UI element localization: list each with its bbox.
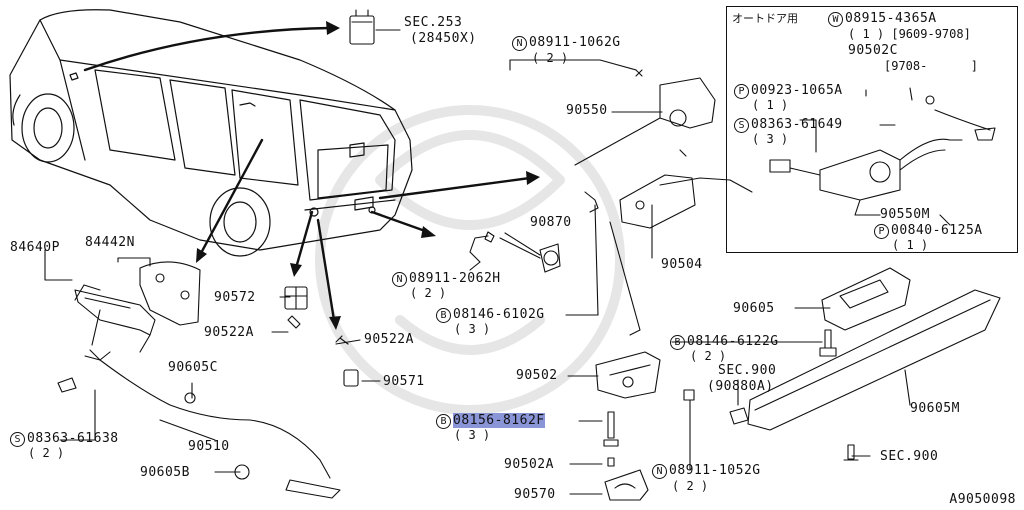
watermark	[315, 105, 625, 415]
part-number: 08911-2062H	[409, 271, 501, 286]
b-marker: B	[436, 414, 451, 429]
s-marker: S	[10, 432, 25, 447]
label-90571: 90571	[383, 374, 425, 389]
label-sec900-a-sub: (90880A)	[707, 379, 774, 394]
label-90504: 90504	[661, 257, 703, 272]
qty-08156-8162f: ( 3 )	[454, 428, 491, 442]
p-marker: P	[734, 84, 749, 99]
inset-title: オートドア用	[732, 12, 798, 25]
striker-90570	[604, 469, 649, 501]
pointer-arrows	[83, 26, 532, 322]
label-90870: 90870	[530, 215, 572, 230]
label-90510: 90510	[188, 439, 230, 454]
b-marker: B	[436, 308, 451, 323]
label-90550m: 90550M	[880, 207, 930, 222]
label-sec900-a: SEC.900	[718, 363, 777, 378]
qty-08363-61638: ( 2 )	[28, 446, 65, 460]
part-number: 08911-1052G	[669, 463, 761, 478]
qty-08915-4365a: ( 1 ) [9609-9708]	[848, 27, 971, 41]
lock-cylinder	[484, 231, 561, 273]
n-marker: N	[392, 272, 407, 287]
s-marker: S	[734, 118, 749, 133]
part-number: 00840-6125A	[891, 223, 983, 238]
auto-door-inset	[726, 6, 1018, 253]
part-number-highlighted: 08156-8162F	[453, 413, 545, 428]
qty-08146-6102g: ( 3 )	[454, 322, 491, 336]
latch-90550	[574, 69, 716, 166]
label-90522a-1: 90522A	[204, 325, 254, 340]
label-90522a-2: 90522A	[364, 332, 414, 347]
qty-08363-61649: ( 3 )	[752, 132, 789, 146]
b-marker: B	[670, 335, 685, 350]
label-90605m: 90605M	[910, 401, 960, 416]
qty-08911-1052g: ( 2 )	[672, 479, 709, 493]
part-number: 08911-1062G	[529, 35, 621, 50]
release-cable	[57, 355, 341, 499]
qty-00840-6125a: ( 1 )	[892, 238, 929, 252]
w-marker: W	[828, 12, 843, 27]
lock-body-90504	[584, 174, 753, 336]
qty-08911-1062g: ( 2 )	[532, 51, 569, 65]
bracket-assembly	[74, 261, 201, 361]
latch-90502	[595, 351, 661, 467]
label-90570: 90570	[514, 487, 556, 502]
diagram-code: A9050098	[949, 492, 1016, 507]
n-marker: N	[512, 36, 527, 51]
inset-parts	[769, 87, 996, 226]
label-sec253: SEC.253	[404, 15, 463, 30]
label-90605: 90605	[733, 301, 775, 316]
range-90502c: [9708- ]	[884, 59, 978, 73]
part-number: 00923-1065A	[751, 83, 843, 98]
part-number: 08363-61649	[751, 117, 843, 132]
label-90502: 90502	[516, 368, 558, 383]
qty-08911-2062h: ( 2 )	[410, 286, 447, 300]
part-number: 08146-6122G	[687, 334, 779, 349]
arrow-heads	[196, 21, 540, 330]
label-90605b: 90605B	[140, 465, 190, 480]
label-90605c: 90605C	[168, 360, 218, 375]
relay-part	[349, 9, 401, 45]
n-marker: N	[652, 464, 667, 479]
label-sec900-b: SEC.900	[880, 449, 939, 464]
label-90502c: 90502C	[848, 43, 898, 58]
p-marker: P	[874, 224, 889, 239]
handle-garnish	[683, 267, 1001, 461]
label-sec253-sub: (28450X)	[410, 31, 477, 46]
part-number: 08915-4365A	[845, 11, 937, 26]
leader-lines	[44, 59, 911, 495]
vehicle-outline	[9, 9, 413, 257]
label-90550: 90550	[566, 103, 608, 118]
part-number: 08363-61638	[27, 431, 119, 446]
label-90502a: 90502A	[504, 457, 554, 472]
qty-00923-1065a: ( 1 )	[752, 98, 789, 112]
label-84442n: 84442N	[85, 235, 135, 250]
label-84640p: 84640P	[10, 240, 60, 255]
qty-08146-6122g: ( 2 )	[690, 349, 727, 363]
label-90572: 90572	[214, 290, 256, 305]
part-number: 08146-6102G	[453, 307, 545, 322]
actuator-parts	[284, 286, 359, 387]
